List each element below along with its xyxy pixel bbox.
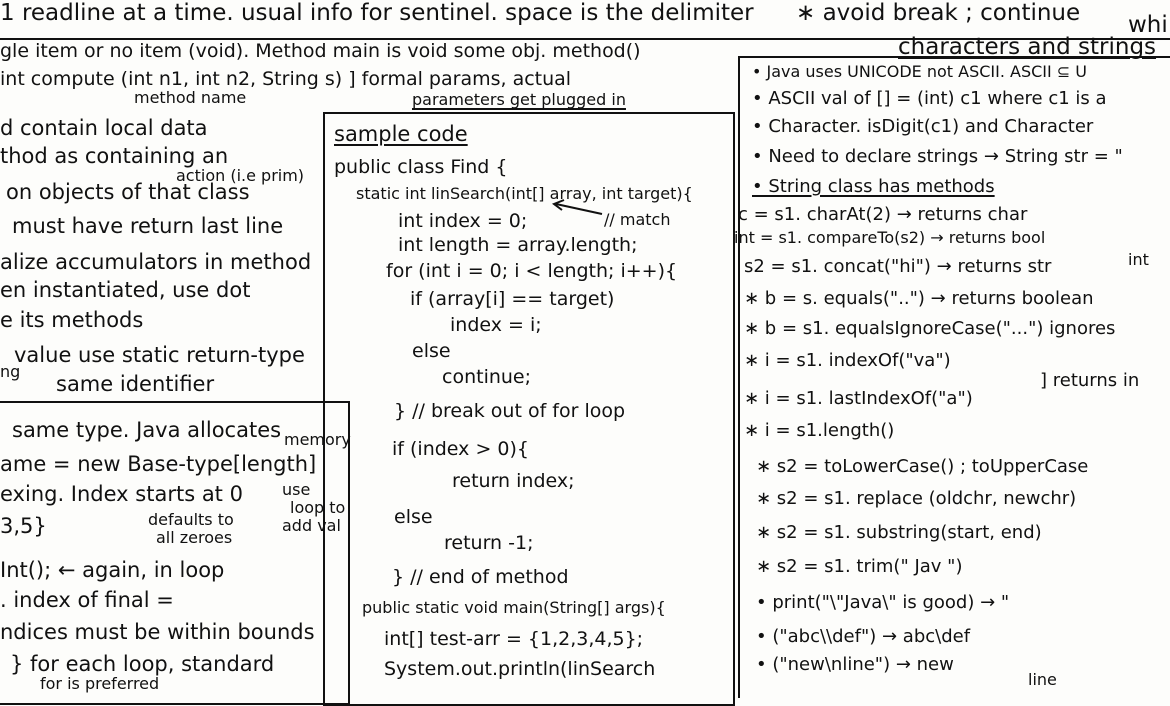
strings-line-4: • Need to declare strings → String str =… — [752, 146, 1123, 167]
code-line-11: if (index > 0){ — [392, 438, 529, 460]
arrays-line-6: . index of final = — [0, 588, 174, 612]
code-line-7: index = i; — [450, 314, 542, 336]
left-line-5: on objects of that class — [6, 180, 250, 204]
strings-line-9: ∗ b = s. equals("..") → returns boolean — [744, 288, 1094, 309]
arrays-line-5: Int(); ← again, in loop — [0, 558, 225, 582]
arrays-all-zeroes: all zeroes — [156, 528, 233, 547]
arrays-line-2: ame = new Base-type[length] — [0, 452, 317, 476]
code-line-15: } // end of method — [392, 566, 569, 588]
strings-line-14: ∗ s2 = toLowerCase() ; toUpperCase — [756, 456, 1089, 477]
left-line-10: value use static return-type — [14, 343, 305, 367]
strings-line-7: int = s1. compareTo(s2) → returns bool — [734, 228, 1046, 247]
strings-line-12: ∗ i = s1. lastIndexOf("a") — [744, 388, 973, 409]
strings-line-3: • Character. isDigit(c1) and Character — [752, 116, 1094, 137]
left-line-2: int compute (int n1, int n2, String s) ]… — [0, 68, 572, 90]
left-line-params: parameters get plugged in — [412, 90, 626, 109]
code-line-16: public static void main(String[] args){ — [362, 598, 666, 617]
code-comment-match: // match — [604, 210, 671, 229]
code-line-17: int[] test-arr = {1,2,3,4,5}; — [384, 628, 644, 650]
strings-line-1: • Java uses UNICODE not ASCII. ASCII ⊆ U — [752, 62, 1087, 81]
strings-line-13: ∗ i = s1.length() — [744, 420, 895, 441]
strings-line-19: • ("abc\\def") → abc\def — [756, 626, 971, 647]
code-line-12: return index; — [452, 470, 575, 492]
code-line-9: continue; — [442, 366, 532, 388]
left-line-7: alize accumulators in method — [0, 250, 312, 274]
code-line-10: } // break out of for loop — [394, 400, 626, 422]
strings-line-6: c = s1. charAt(2) → returns char — [738, 204, 1028, 225]
left-line-action: action (i.e prim) — [176, 166, 305, 185]
arrays-line-7: ndices must be within bounds — [0, 620, 315, 644]
arrays-line-9: for is preferred — [40, 674, 160, 693]
strings-line-11: ∗ i = s1. indexOf("va") — [744, 350, 951, 371]
arrays-loop-to: loop to — [290, 498, 346, 517]
arrays-line-3: exing. Index starts at 0 — [0, 482, 243, 506]
strings-heading: characters and strings — [898, 34, 1157, 60]
strings-line-18: • print("\"Java\" is good) → " — [756, 592, 1010, 613]
strings-line-16: ∗ s2 = s1. substring(start, end) — [756, 522, 1042, 543]
top-line-1-far-right: whi — [1128, 12, 1168, 38]
code-line-8: else — [412, 340, 451, 362]
strings-line-int: int — [1128, 250, 1149, 269]
code-line-4: int length = array.length; — [398, 234, 638, 256]
strings-box — [738, 56, 1170, 698]
strings-line-17: ∗ s2 = s1. trim(" Jav ") — [756, 556, 963, 577]
arrays-line-1: same type. Java allocates — [12, 418, 282, 442]
code-line-14: return -1; — [444, 532, 534, 554]
code-line-3: int index = 0; — [398, 210, 528, 232]
code-line-1: public class Find { — [334, 156, 508, 178]
left-line-4: thod as containing an — [0, 144, 229, 168]
arrays-add-val: add val — [282, 516, 341, 535]
code-line-6: if (array[i] == target) — [410, 288, 615, 310]
strings-line-5: • String class has methods — [752, 176, 995, 197]
sample-code-title: sample code — [334, 122, 468, 146]
left-line-1: gle item or no item (void). Method main … — [0, 40, 641, 62]
left-line-6: must have return last line — [12, 214, 284, 238]
left-line-9: e its methods — [0, 308, 144, 332]
code-line-13: else — [394, 506, 433, 528]
code-line-2: static int linSearch(int[] array, int ta… — [356, 184, 693, 203]
left-line-method-name: method name — [134, 88, 247, 107]
arrays-line-8: } for each loop, standard — [10, 652, 275, 676]
left-line-11: same identifier — [56, 372, 215, 396]
strings-line-21: line — [1028, 670, 1057, 689]
code-line-5: for (int i = 0; i < length; i++){ — [386, 260, 678, 282]
code-line-18: System.out.println(linSearch — [384, 658, 656, 680]
left-line-ng: ng — [0, 362, 21, 381]
strings-line-returns: ] returns in — [1040, 370, 1140, 391]
left-line-8: en instantiated, use dot — [0, 278, 251, 302]
top-rule — [0, 38, 1170, 40]
arrays-defaults-to: defaults to — [148, 510, 234, 529]
strings-line-2: • ASCII val of [] = (int) c1 where c1 is… — [752, 88, 1107, 109]
arrays-line-4: 3,5} — [0, 514, 47, 538]
strings-line-10: ∗ b = s1. equalsIgnoreCase("...") ignore… — [744, 318, 1116, 339]
strings-line-20: • ("new\nline") → new — [756, 654, 954, 675]
strings-line-15: ∗ s2 = s1. replace (oldchr, newchr) — [756, 488, 1077, 509]
arrays-use: use — [282, 480, 311, 499]
top-line-1: 1 readline at a time. usual info for sen… — [0, 0, 754, 26]
left-line-3: d contain local data — [0, 116, 208, 140]
arrays-memory: memory — [284, 430, 351, 449]
match-arrow-icon — [551, 199, 603, 215]
top-line-1-right: ∗ avoid break ; continue — [796, 0, 1081, 26]
strings-line-8: s2 = s1. concat("hi") → returns str — [744, 256, 1052, 277]
